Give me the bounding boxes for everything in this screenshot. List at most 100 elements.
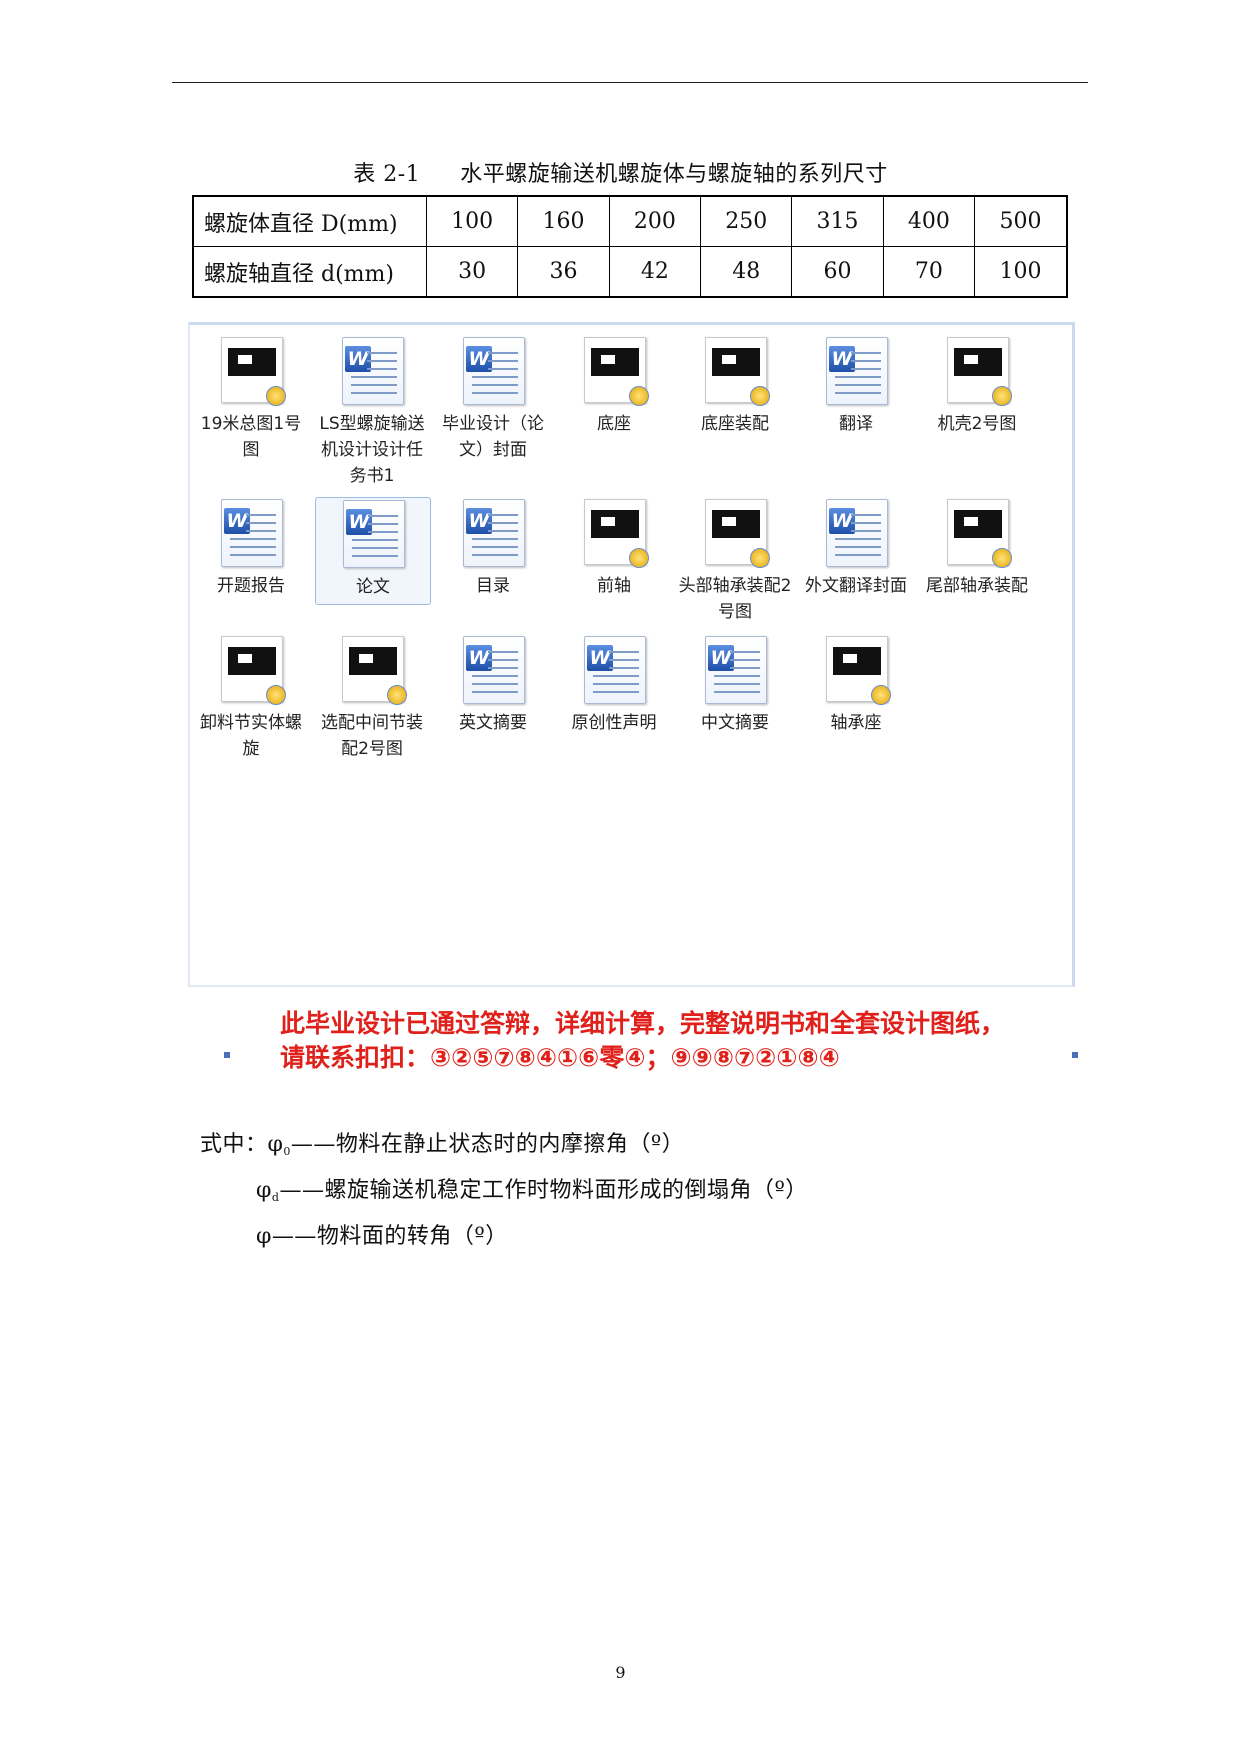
text-line-graphic <box>352 555 398 557</box>
file-item[interactable]: 底座装配 <box>678 335 792 437</box>
text-line-graphic <box>368 515 398 517</box>
text-line-graphic <box>488 352 518 354</box>
text-line-graphic <box>488 368 518 370</box>
phid-subscript: d <box>271 1191 280 1204</box>
text-line-graphic <box>593 683 639 685</box>
drawing-thumbnail <box>591 348 639 376</box>
page-number: 9 <box>615 1663 626 1682</box>
file-item[interactable]: W LS型螺旋输送机设计设计任务书1 <box>315 335 429 489</box>
table-cell: 200 <box>608 195 702 247</box>
text-line-graphic <box>230 554 276 556</box>
word-document-icon: W <box>820 335 892 405</box>
app-badge-icon <box>266 386 286 406</box>
promo-line-1: 此毕业设计已通过答辩，详细计算，完整说明书和全套设计图纸， <box>280 1009 1006 1038</box>
table-cell: 42 <box>608 246 702 298</box>
drawing-thumbnail <box>228 348 276 376</box>
text-line-graphic <box>472 392 518 394</box>
text-line-graphic <box>835 538 881 540</box>
text-line-graphic <box>351 376 397 378</box>
table-caption-number: 表 2-1 <box>353 162 421 187</box>
drawing-sheet-graphic <box>947 499 1012 568</box>
app-badge-icon <box>992 386 1012 406</box>
app-badge-icon <box>629 548 649 568</box>
header-rule <box>172 82 1088 83</box>
file-label: 开题报告 <box>217 576 285 596</box>
file-label: 目录 <box>476 576 510 596</box>
word-document-icon: W <box>457 634 529 704</box>
cad-drawing-icon <box>578 335 650 406</box>
text-line-graphic <box>472 554 518 556</box>
file-item[interactable]: 尾部轴承装配 <box>920 497 1034 599</box>
text-line-graphic <box>472 546 518 548</box>
text-line-graphic <box>851 530 881 532</box>
file-item[interactable]: 19米总图1号图 <box>194 335 308 463</box>
text-line-graphic <box>246 530 276 532</box>
drawing-sheet-graphic <box>705 337 770 406</box>
drawing-thumbnail <box>833 647 881 675</box>
drawing-sheet-graphic <box>584 337 649 406</box>
text-line-graphic <box>835 376 881 378</box>
word-page-graphic: W <box>463 636 525 704</box>
text-line-graphic <box>851 522 881 524</box>
table-cell: 60 <box>791 246 884 298</box>
formula-line-phi0: 式中：φ0——物料在静止状态时的内摩擦角（º） <box>200 1126 684 1158</box>
text-line-graphic <box>835 546 881 548</box>
file-item[interactable]: 前轴 <box>557 497 671 599</box>
file-item[interactable]: W 英文摘要 <box>436 634 550 736</box>
promo-line-2: 请联系扣扣：③②⑤⑦⑧④①⑥零④；⑨⑨⑧⑦②①⑧④ <box>280 1043 840 1072</box>
cad-drawing-icon <box>820 634 892 705</box>
file-item[interactable]: 轴承座 <box>799 634 913 736</box>
file-label: 原创性声明 <box>571 713 657 733</box>
word-document-icon: W <box>215 497 287 567</box>
file-label: 前轴 <box>597 576 631 596</box>
table-cell: 400 <box>882 195 976 247</box>
text-line-graphic <box>230 538 276 540</box>
text-line-graphic <box>246 522 276 524</box>
file-item[interactable]: 头部轴承装配2号图 <box>678 497 792 625</box>
word-document-icon: W <box>337 498 409 568</box>
text-line-graphic <box>472 538 518 540</box>
text-line-graphic <box>851 368 881 370</box>
text-line-graphic <box>714 675 760 677</box>
text-line-graphic <box>488 530 518 532</box>
file-item[interactable]: 选配中间节装配2号图 <box>315 634 429 762</box>
word-w-badge: W <box>345 346 371 372</box>
text-line-graphic <box>352 539 398 541</box>
cad-drawing-icon <box>941 497 1013 568</box>
file-label: LS型螺旋输送机设计设计任务书1 <box>319 414 425 486</box>
file-item[interactable]: 卸料节实体螺旋 <box>194 634 308 762</box>
drawing-sheet-graphic <box>705 499 770 568</box>
word-page-graphic: W <box>221 499 283 567</box>
file-label: 选配中间节装配2号图 <box>321 713 423 759</box>
file-label: 轴承座 <box>830 713 882 733</box>
word-page-graphic: W <box>342 337 404 405</box>
word-w-badge: W <box>708 645 734 671</box>
drawing-thumbnail <box>712 348 760 376</box>
file-label: 卸料节实体螺旋 <box>200 713 302 759</box>
drawing-thumbnail <box>591 510 639 538</box>
file-label: 英文摘要 <box>459 713 527 733</box>
drawing-sheet-graphic <box>826 636 891 705</box>
app-badge-icon <box>387 685 407 705</box>
text-line-graphic <box>367 352 397 354</box>
drawing-sheet-graphic <box>221 337 286 406</box>
word-page-graphic: W <box>826 337 888 405</box>
table-cell: 100 <box>425 195 519 247</box>
table-row-label: 螺旋轴直径 d(mm) <box>192 246 427 298</box>
drawing-thumbnail <box>954 510 1002 538</box>
file-item[interactable]: 底座 <box>557 335 671 437</box>
file-item[interactable]: 机壳2号图 <box>920 335 1034 437</box>
text-line-graphic <box>472 376 518 378</box>
file-item[interactable]: W 开题报告 <box>194 497 308 599</box>
